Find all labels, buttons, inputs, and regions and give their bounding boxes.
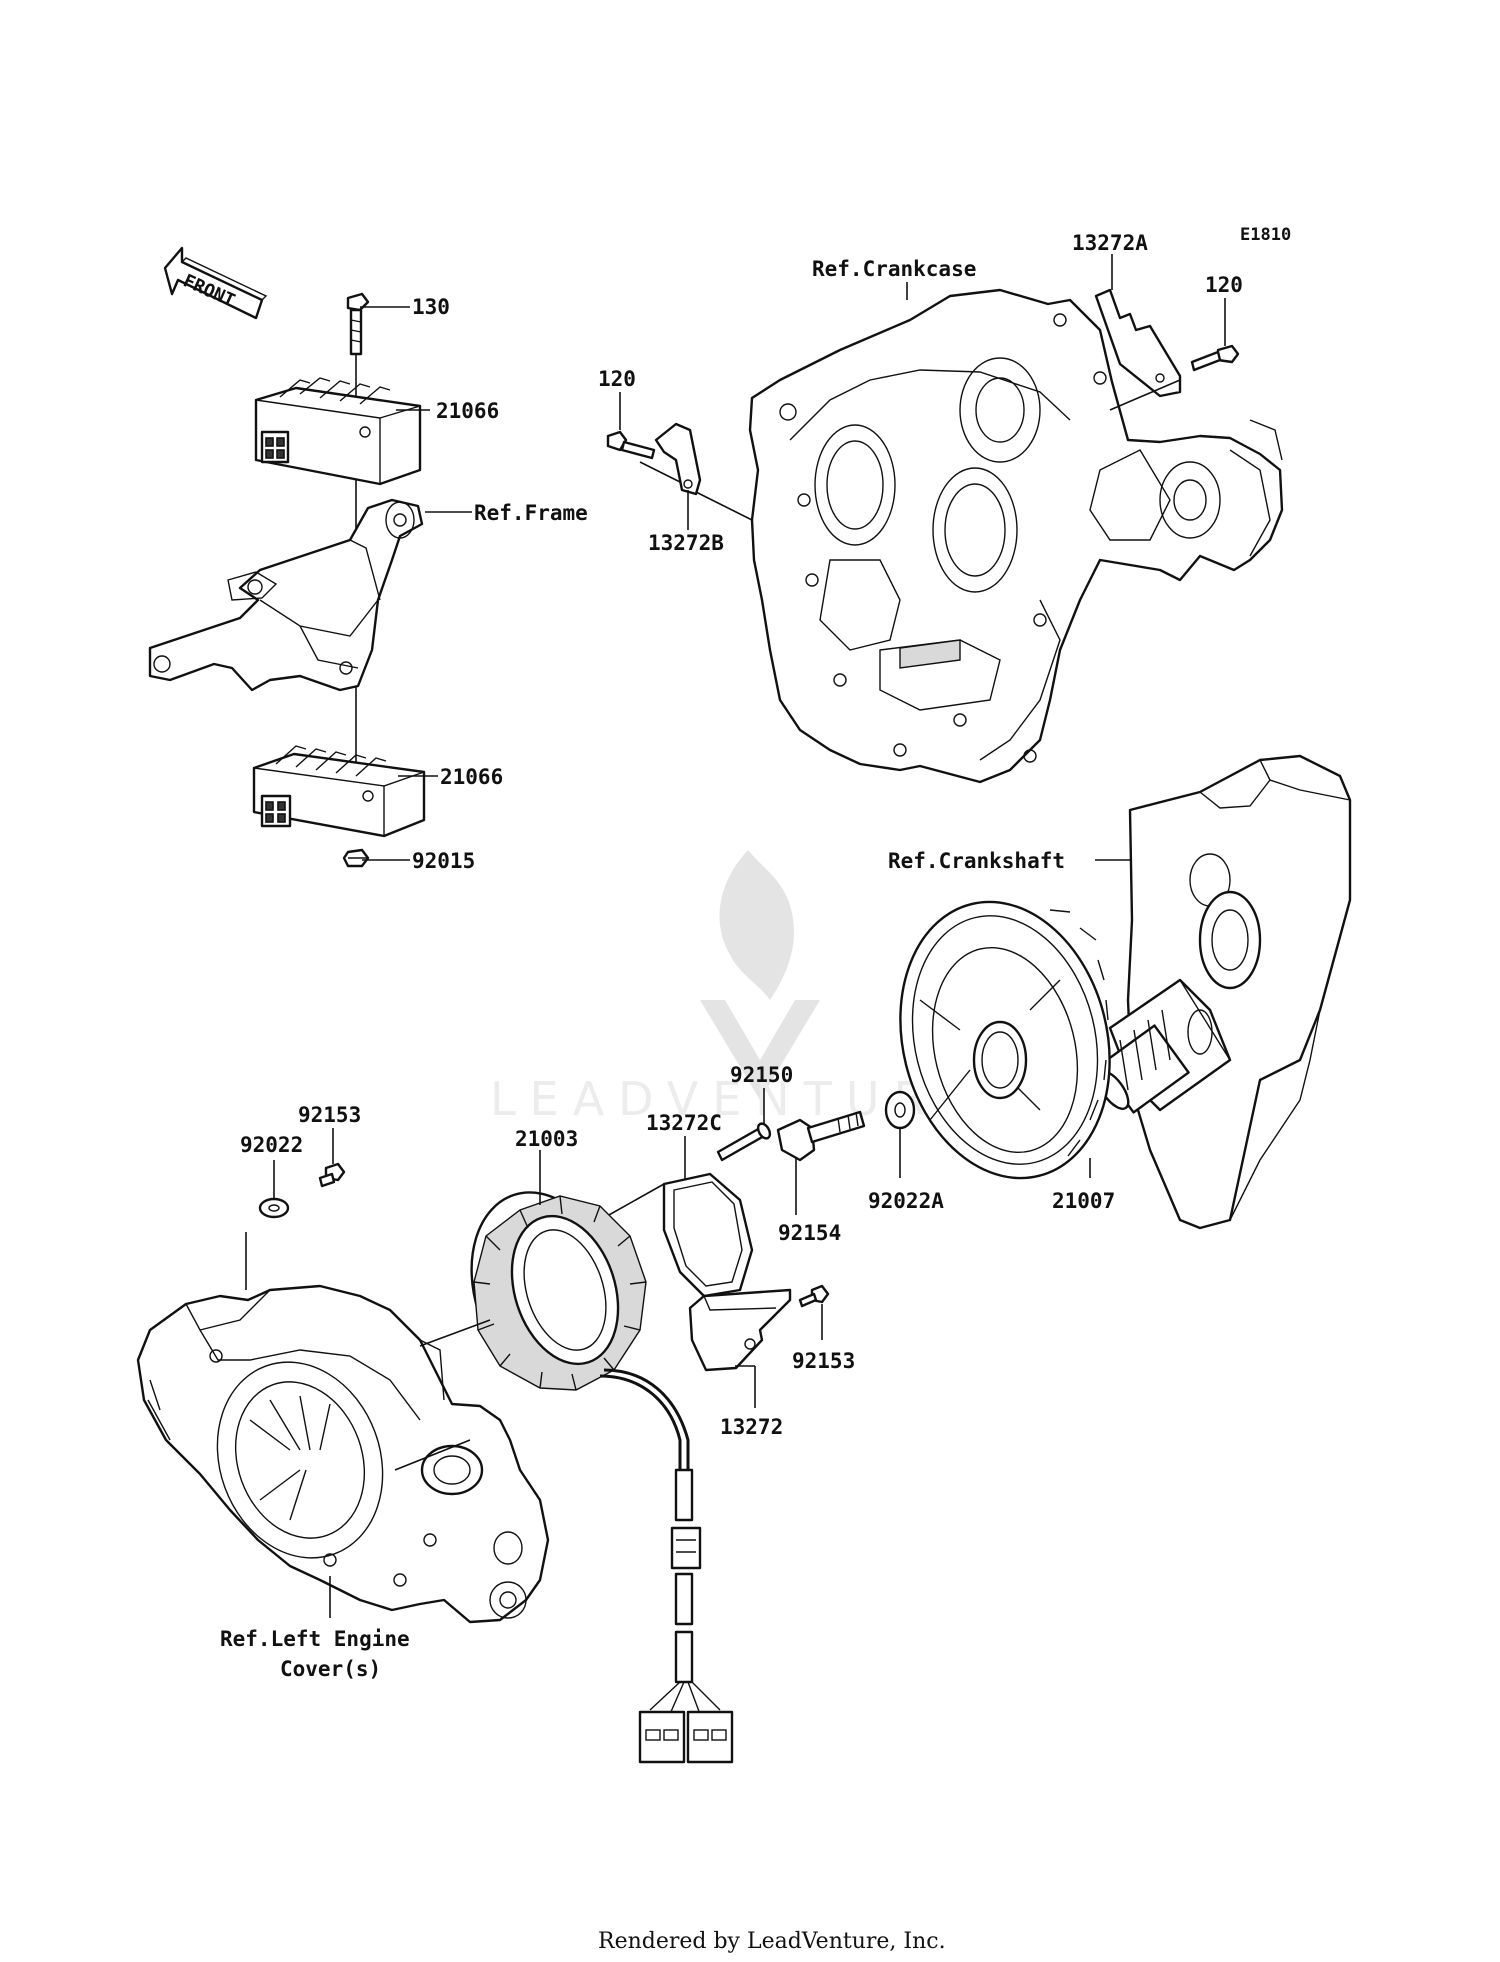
frame-bracket-icon — [148, 498, 424, 692]
plate-13272c-icon — [662, 1172, 754, 1298]
callout-ref-crankshaft: Ref.Crankshaft — [888, 849, 1065, 873]
rotor-21007-icon — [899, 900, 1111, 1180]
screw-92150-icon — [716, 1122, 772, 1162]
regulator-assembly — [148, 292, 472, 868]
callout-13272b: 13272B — [648, 531, 724, 555]
screw-92153-right-icon — [798, 1284, 830, 1308]
callout-ref-frame: Ref.Frame — [474, 501, 588, 525]
callout-ref-crankcase: Ref.Crankcase — [812, 257, 976, 281]
wire-harness-icon — [599, 1368, 734, 1764]
callout-21066-top: 21066 — [436, 399, 499, 423]
callout-92153-right: 92153 — [792, 1349, 855, 1373]
regulator-rectifier-top-icon — [254, 377, 422, 486]
callout-ref-left-engine-cover-line1: Ref.Left Engine — [220, 1627, 410, 1651]
footer-credit: Rendered by LeadVenture, Inc. — [598, 1929, 946, 1954]
callout-92015: 92015 — [412, 849, 475, 873]
crankcase-icon — [748, 288, 1284, 784]
callout-21066-bottom: 21066 — [440, 765, 503, 789]
washer-92022a-icon — [884, 1090, 916, 1130]
callout-13272a: 13272A — [1072, 231, 1148, 255]
left-engine-cover-icon — [136, 1284, 550, 1624]
screw-92153-left-icon — [318, 1162, 346, 1188]
regulator-rectifier-bottom-icon — [252, 745, 426, 838]
callout-ref-left-engine-cover-line2: Cover(s) — [280, 1657, 381, 1681]
callout-92022: 92022 — [240, 1133, 303, 1157]
crankshaft-icon — [1096, 754, 1352, 1230]
callout-13272: 13272 — [720, 1415, 783, 1439]
callout-120-right: 120 — [1205, 273, 1243, 297]
bolt-92154-icon — [776, 1110, 866, 1162]
callout-120-left: 120 — [598, 367, 636, 391]
nut-92015-icon — [342, 848, 370, 868]
callout-21007: 21007 — [1052, 1189, 1115, 1213]
callout-92022a: 92022A — [868, 1189, 944, 1213]
callout-92154: 92154 — [778, 1221, 841, 1245]
bracket-13272a-icon — [1094, 288, 1182, 398]
callout-130: 130 — [412, 295, 450, 319]
bolt-120-left-icon — [606, 430, 656, 460]
callout-92150: 92150 — [730, 1063, 793, 1087]
diagram-code: E1810 — [1240, 225, 1291, 245]
callout-21003: 21003 — [515, 1127, 578, 1151]
front-arrow-icon: FRONT — [163, 246, 268, 320]
stator-21003-icon — [470, 1191, 647, 1391]
bracket-13272-icon — [688, 1288, 792, 1372]
callout-92153-left: 92153 — [298, 1103, 361, 1127]
bracket-13272b-icon — [654, 422, 702, 496]
washer-92022-icon — [258, 1197, 290, 1219]
callout-13272c: 13272C — [646, 1111, 722, 1135]
bolt-120-right-icon — [1190, 344, 1240, 372]
bolt-130-icon — [346, 292, 370, 356]
